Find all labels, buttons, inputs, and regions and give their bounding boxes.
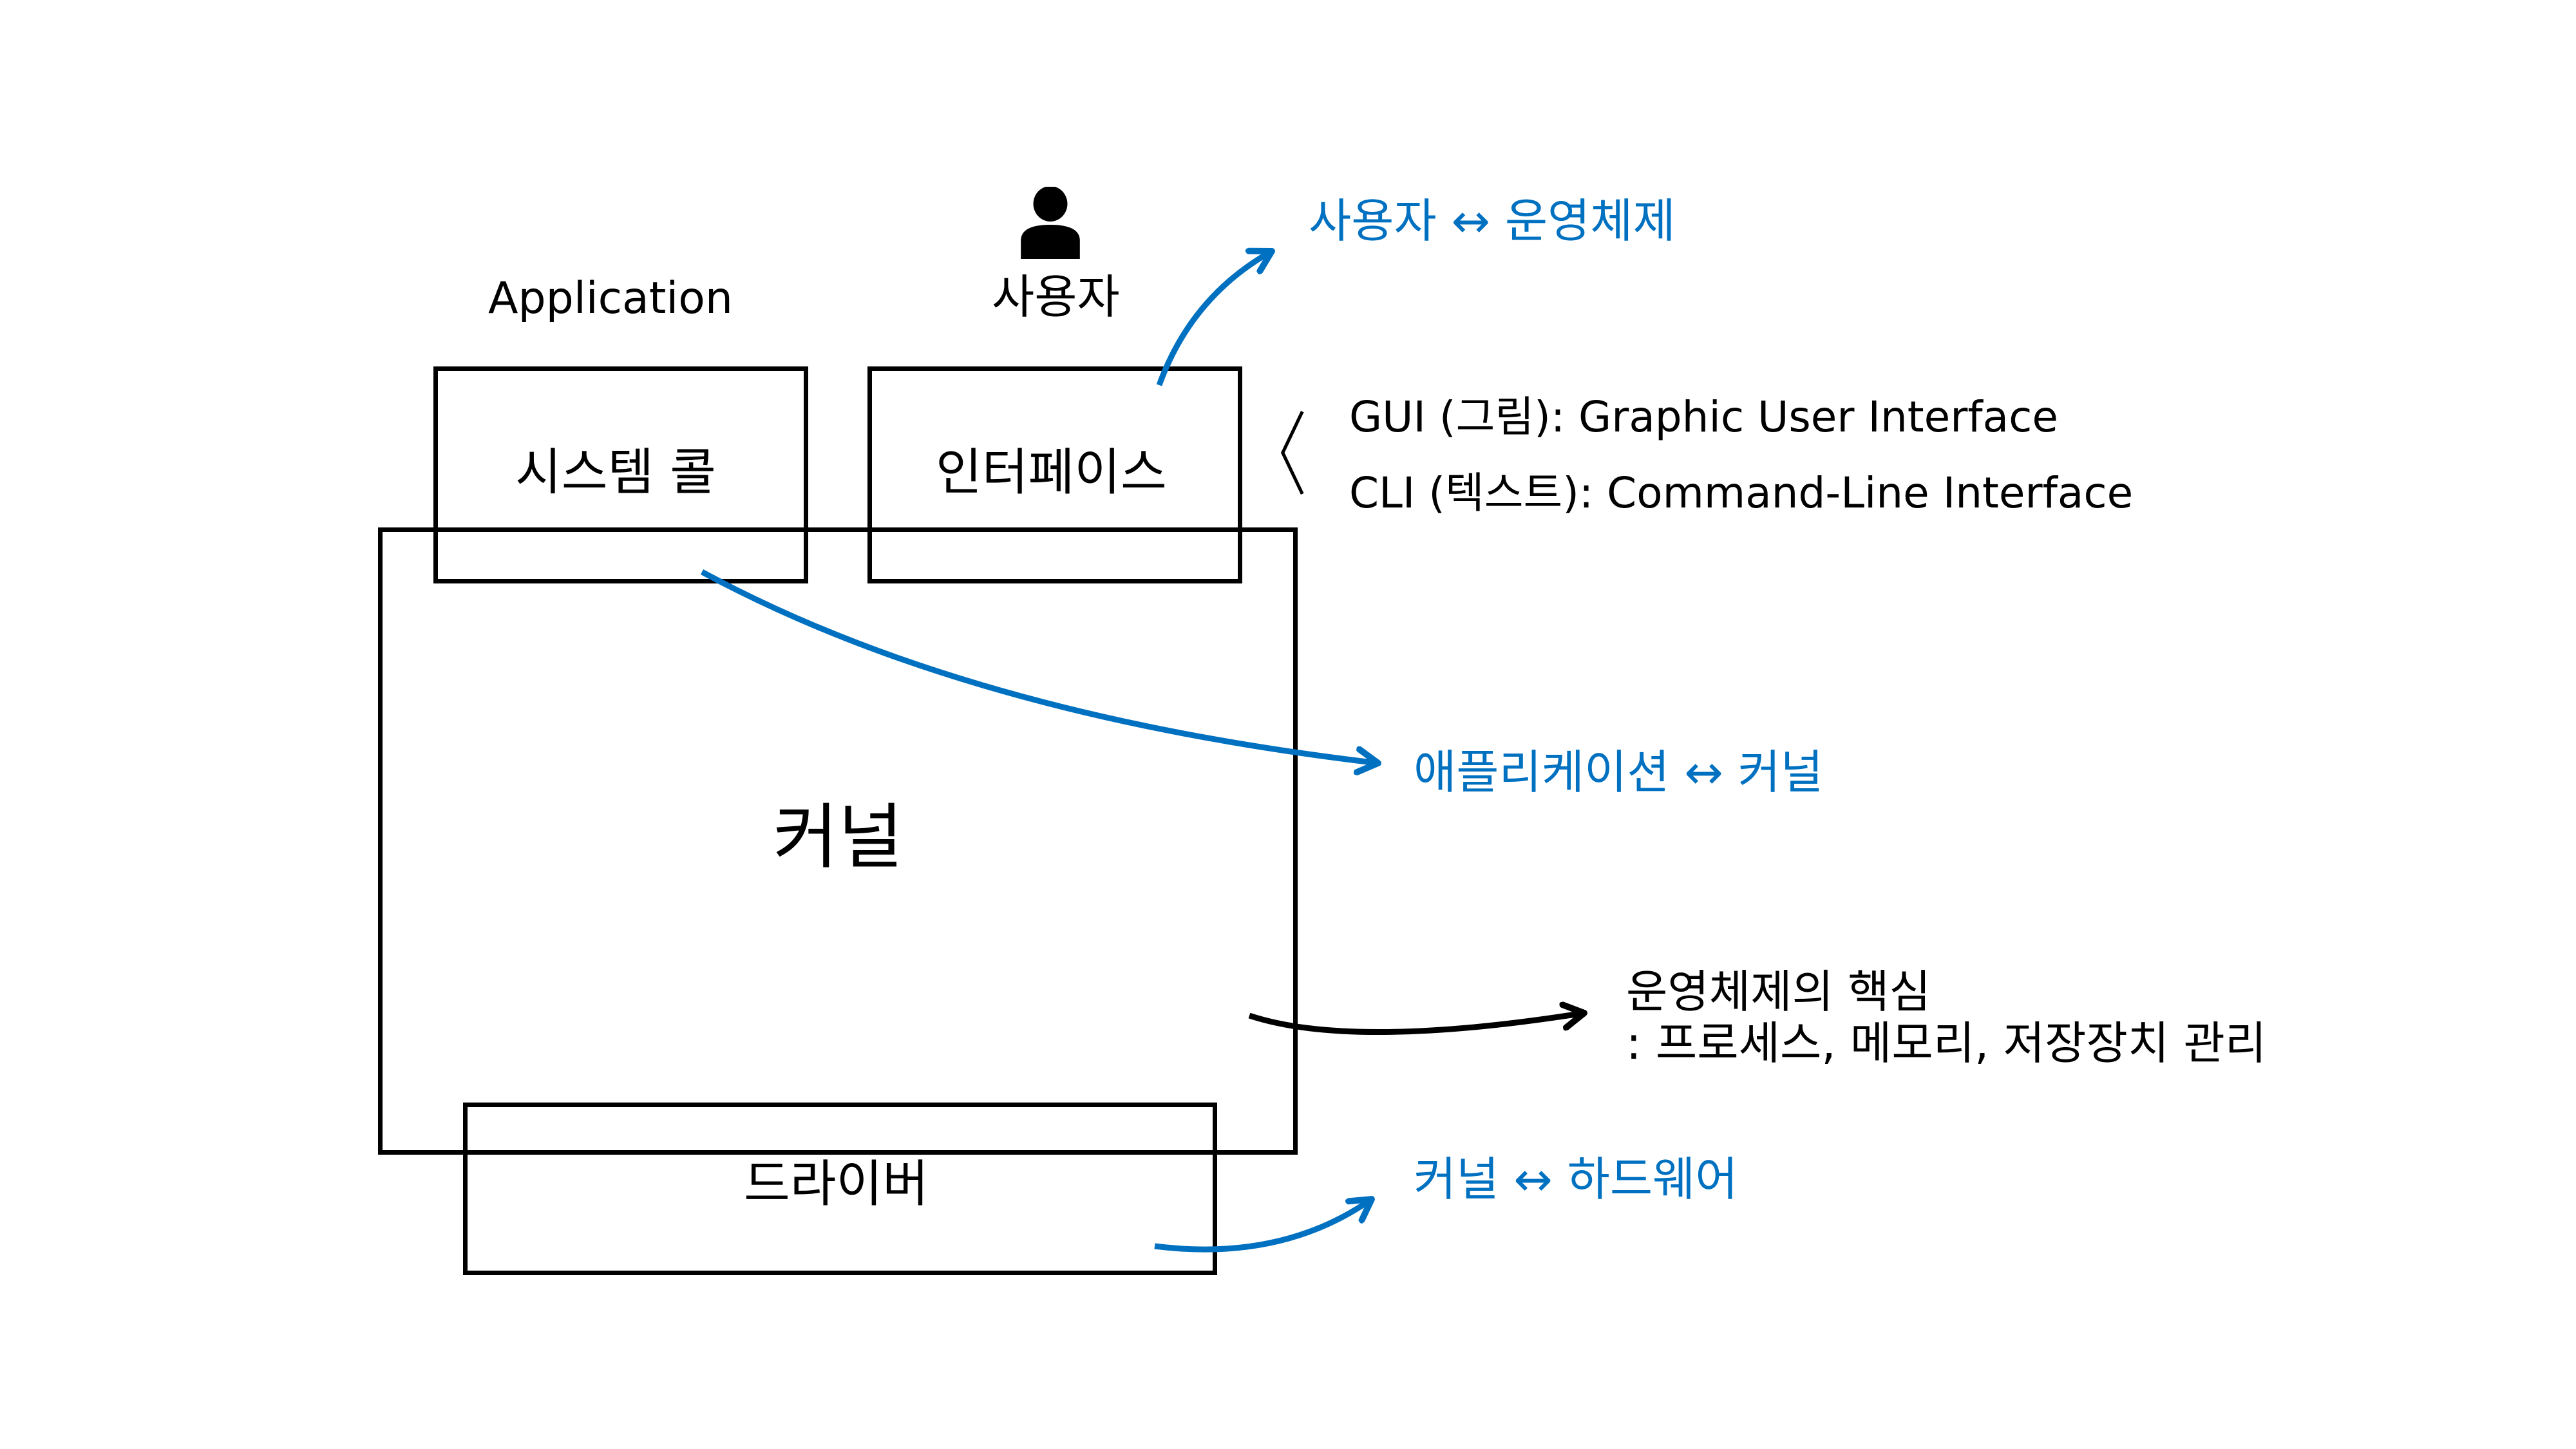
driver-label: 드라이버 <box>744 1155 929 1213</box>
kernel-label: 커널 <box>773 796 904 878</box>
driver-box <box>463 1103 1217 1275</box>
arrow-interface-to-user-os <box>1156 251 1272 386</box>
cli-description: CLI (텍스트): Command-Line Interface <box>1349 468 2134 518</box>
person-icon <box>1021 187 1080 259</box>
kernel-hardware-annotation: 커널 ↔ 하드웨어 <box>1414 1152 1738 1206</box>
kernel-core-detail: : 프로세스, 메모리, 저장장치 관리 <box>1626 1017 2267 1070</box>
gui-description: GUI (그림): Graphic User Interface <box>1349 392 2058 442</box>
user-label: 사용자 <box>992 270 1120 324</box>
application-label: Application <box>488 273 733 324</box>
system-call-box <box>433 366 808 583</box>
kernel-box <box>378 527 1298 1155</box>
bracket-icon <box>1280 410 1304 495</box>
arrow-kernel-to-core <box>1248 1013 1584 1036</box>
kernel-core-title: 운영체제의 핵심 <box>1626 965 1931 1018</box>
system-call-label: 시스템 콜 <box>515 444 716 502</box>
app-kernel-annotation: 애플리케이션 ↔ 커널 <box>1414 745 1824 799</box>
interface-label: 인터페이스 <box>936 444 1167 502</box>
user-os-annotation: 사용자 ↔ 운영체제 <box>1309 194 1676 248</box>
